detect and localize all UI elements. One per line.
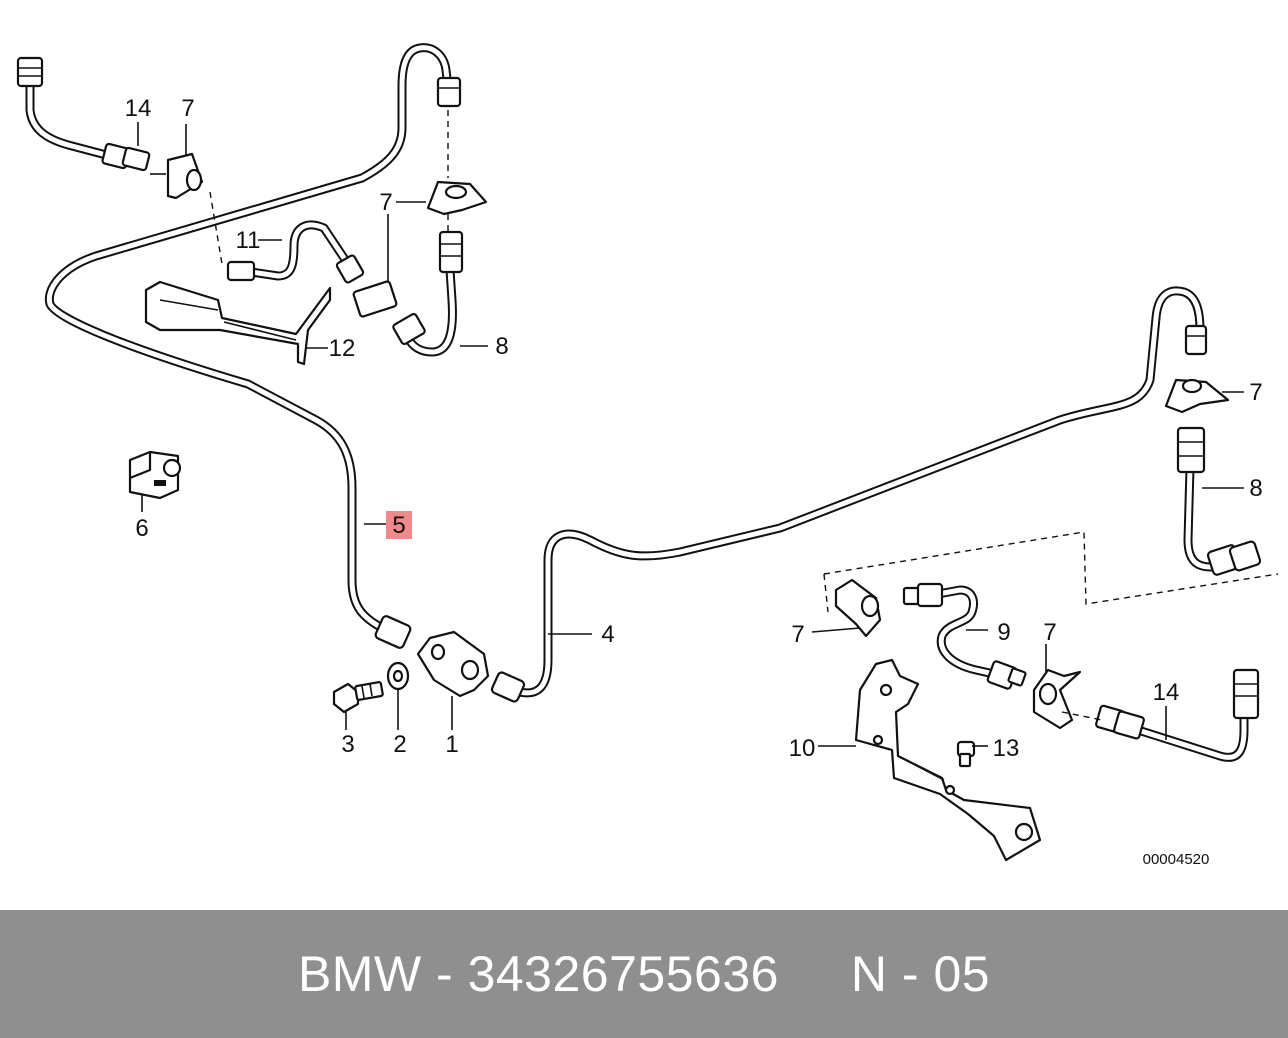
callout-7-right-lower-left: 7 <box>791 621 804 648</box>
brake-pipe-9 <box>902 582 1027 690</box>
callout-8-upper: 8 <box>495 333 508 360</box>
clip-7-right-lower-left <box>834 578 882 638</box>
bolt-3 <box>332 681 384 714</box>
callout-9: 9 <box>997 619 1010 646</box>
callout-11: 11 <box>236 227 261 254</box>
brake-hose-8-right <box>1176 426 1262 576</box>
distribution-block-1 <box>374 615 526 703</box>
bracket-12 <box>144 280 332 366</box>
callout-12: 12 <box>329 335 356 362</box>
callout-5-highlight <box>386 511 412 539</box>
brake-hose-8-upper <box>392 230 464 357</box>
diagram-code: 00004520 <box>1143 851 1210 868</box>
callout-7-right-upper: 7 <box>1249 379 1262 406</box>
clip-7-top-left <box>166 152 204 200</box>
washer-2 <box>386 661 410 691</box>
brake-hose-14-left <box>16 56 151 172</box>
callout-14-top-left: 14 <box>125 95 152 122</box>
bracket-10 <box>854 658 1042 862</box>
clip-7-right-upper <box>1164 324 1230 414</box>
callout-7-top-left: 7 <box>181 95 194 122</box>
part-number-label: BMW - 34326755636 N - 05 <box>297 946 991 1002</box>
brake-pipe-11 <box>226 220 398 318</box>
callout-5: 5 <box>392 512 405 539</box>
block-6 <box>128 450 182 500</box>
brake-hose-14-right <box>1095 668 1260 762</box>
callout-7-right-lower-middle: 7 <box>1043 619 1056 646</box>
clip-7-right-lower-middle <box>1032 668 1082 730</box>
dashed-group-outline <box>823 531 1279 613</box>
leader-lines <box>137 110 1244 747</box>
callout-6: 6 <box>135 515 148 542</box>
callout-3: 3 <box>341 731 354 758</box>
callout-7-top-middle: 7 <box>379 189 392 216</box>
part-number-footer: BMW - 34326755636 N - 05 <box>0 910 1288 1038</box>
callout-13: 13 <box>993 735 1020 762</box>
brake-line-diagram: 14 7 7 11 12 8 6 5 3 2 1 4 7 8 7 9 7 14 … <box>16 43 1279 868</box>
callout-1: 1 <box>445 731 458 758</box>
brake-pipe-4 <box>503 286 1205 698</box>
callout-10: 10 <box>789 735 816 762</box>
callout-2: 2 <box>393 731 406 758</box>
callouts: 14 7 7 11 12 8 6 5 3 2 1 4 7 8 7 9 7 14 … <box>125 95 1263 868</box>
brake-pipe-5 <box>44 43 453 635</box>
callout-4: 4 <box>601 621 614 648</box>
screw-13 <box>956 740 976 768</box>
callout-14-right: 14 <box>1153 679 1180 706</box>
clip-7-top-middle <box>426 76 488 216</box>
callout-8-right: 8 <box>1249 475 1262 502</box>
